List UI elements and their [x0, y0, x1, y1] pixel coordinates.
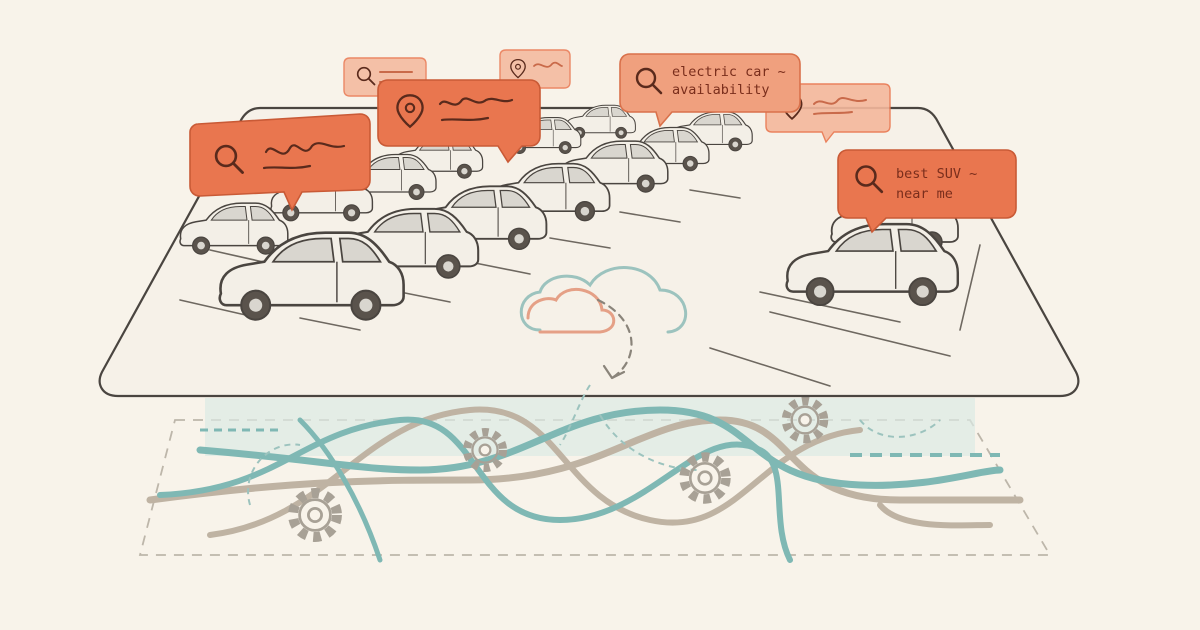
cloud-icon — [519, 266, 687, 334]
search-bubble-1 — [189, 113, 371, 212]
sync-arrow — [559, 298, 633, 446]
bubble-text-line: near me — [896, 186, 953, 202]
search-bubble-3: best SUV ~ near me — [837, 149, 1017, 234]
bubble-text-line: best SUV ~ — [896, 166, 977, 182]
location-bubble-1 — [377, 79, 541, 164]
bubble-text-line: availability — [672, 82, 770, 98]
gear-icon — [684, 457, 726, 499]
network-map-layer — [138, 398, 1052, 563]
gear-icon — [293, 493, 337, 537]
search-bubble-2: electric car ~ availability — [619, 53, 801, 128]
bubble-text-line: electric car ~ — [672, 64, 786, 80]
